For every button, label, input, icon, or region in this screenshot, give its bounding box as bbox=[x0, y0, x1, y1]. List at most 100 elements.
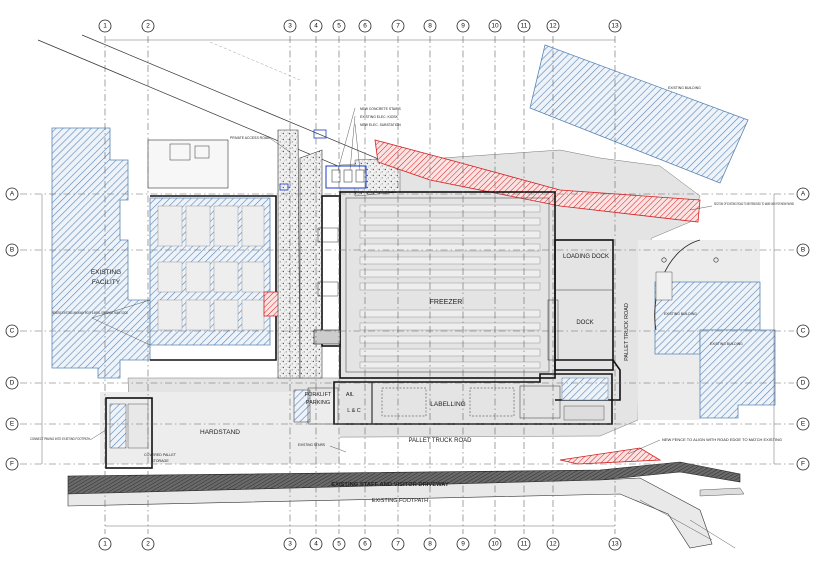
grid-bubble-12-bottom: 12 bbox=[546, 537, 560, 551]
grid-bubble-1-bottom: 1 bbox=[98, 537, 112, 551]
room-label-forklift: FORKLIFT bbox=[305, 392, 332, 398]
room-label-lc: L & C bbox=[347, 408, 361, 414]
grid-bubble-3-top: 3 bbox=[283, 19, 297, 33]
grid-bubble-F-right: F bbox=[796, 457, 810, 471]
dimension-lines bbox=[41, 39, 775, 527]
grid-bubble-10-top: 10 bbox=[488, 19, 502, 33]
svg-text:B: B bbox=[10, 247, 14, 254]
svg-text:7: 7 bbox=[396, 541, 400, 548]
svg-text:C: C bbox=[10, 328, 15, 335]
room-label-dock: DOCK bbox=[576, 320, 593, 326]
grid-bubble-8-bottom: 8 bbox=[423, 537, 437, 551]
svg-text:13: 13 bbox=[611, 23, 619, 30]
grid-lines-horizontal bbox=[20, 193, 794, 465]
svg-text:8: 8 bbox=[428, 23, 432, 30]
grid-bubble-11-top: 11 bbox=[517, 19, 531, 33]
svg-text:5: 5 bbox=[337, 541, 341, 548]
grid-bubble-4-bottom: 4 bbox=[309, 537, 323, 551]
room-label-loading-dock: LOADING DOCK bbox=[563, 254, 609, 260]
svg-text:10: 10 bbox=[491, 541, 499, 548]
room-label-covered-pallet-storage: STORAGE bbox=[151, 459, 169, 463]
gravel-strip bbox=[277, 129, 401, 379]
grid-bubble-5-bottom: 5 bbox=[332, 537, 346, 551]
svg-text:9: 9 bbox=[461, 541, 465, 548]
note-connect-paving: CONNECT PAVING INTO EXISTING FOOTPATH bbox=[30, 437, 91, 441]
svg-text:3: 3 bbox=[288, 541, 292, 548]
note-section-existing-road: SECTION OF EXISTING ROAD TO BE REMOVED T… bbox=[714, 202, 794, 206]
annotation-leaders bbox=[89, 107, 713, 455]
grid-lines-vertical bbox=[104, 36, 616, 534]
svg-text:11: 11 bbox=[521, 541, 528, 548]
grid-bubble-2-bottom: 2 bbox=[141, 537, 155, 551]
grid-bubble-5-top: 5 bbox=[332, 19, 346, 33]
svg-text:2: 2 bbox=[146, 23, 150, 30]
room-label-existing: EXISTING bbox=[91, 269, 121, 276]
grid-bubble-10-bottom: 10 bbox=[488, 537, 502, 551]
svg-text:6: 6 bbox=[363, 23, 367, 30]
grid-bubble-D-right: D bbox=[796, 376, 810, 390]
grid-bubble-C-right: C bbox=[796, 324, 810, 338]
grid-bubbles-bottom: 1 2 3 4 5 6 7 8 9 10 11 12 13 bbox=[98, 537, 622, 551]
svg-text:B: B bbox=[801, 247, 805, 254]
note-remove-existing-walkway: REMOVE EXISTING WALKWAY ROOF & INFILL OP… bbox=[52, 311, 128, 315]
note-existing-elec-kiosk: EXISTING ELEC. KIOSK bbox=[360, 115, 399, 119]
svg-text:A: A bbox=[10, 191, 15, 198]
road-label-footpath: EXISTING FOOTPATH bbox=[372, 498, 428, 504]
freezer-racking bbox=[359, 204, 541, 369]
grid-bubble-9-top: 9 bbox=[456, 19, 470, 33]
svg-text:F: F bbox=[801, 461, 805, 468]
note-existing-building-right-1: EXISTING BUILDING bbox=[664, 312, 697, 316]
road-label-driveway: EXISTING STAFF AND VISITOR DRIVEWAY bbox=[331, 482, 449, 488]
svg-text:D: D bbox=[10, 380, 15, 387]
svg-text:9: 9 bbox=[461, 23, 465, 30]
grid-bubble-1-top: 1 bbox=[98, 19, 112, 33]
grid-bubble-8-top: 8 bbox=[423, 19, 437, 33]
grid-bubble-A-right: A bbox=[796, 187, 810, 201]
svg-text:5: 5 bbox=[337, 23, 341, 30]
svg-text:1: 1 bbox=[103, 541, 107, 548]
svg-text:13: 13 bbox=[611, 541, 619, 548]
grid-bubble-E-left: E bbox=[5, 417, 19, 431]
note-new-concrete-stairs: NEW CONCRETE STAIRS bbox=[360, 107, 402, 111]
labelling-building bbox=[333, 373, 613, 425]
svg-text:A: A bbox=[801, 191, 806, 198]
svg-text:10: 10 bbox=[491, 23, 499, 30]
grid-bubble-A-left: A bbox=[5, 187, 19, 201]
grid-bubble-11-bottom: 11 bbox=[517, 537, 531, 551]
svg-text:D: D bbox=[801, 380, 806, 387]
grid-bubble-2-top: 2 bbox=[141, 19, 155, 33]
grid-bubble-7-top: 7 bbox=[391, 19, 405, 33]
service-corridor bbox=[313, 195, 341, 347]
road-removal-hatch bbox=[374, 139, 701, 465]
svg-text:1: 1 bbox=[103, 23, 107, 30]
grid-bubble-6-bottom: 6 bbox=[358, 537, 372, 551]
svg-text:8: 8 bbox=[428, 541, 432, 548]
svg-text:E: E bbox=[801, 421, 806, 428]
grid-bubble-C-left: C bbox=[5, 324, 19, 338]
grid-bubble-3-bottom: 3 bbox=[283, 537, 297, 551]
note-new-fence: NEW FENCE TO ALIGN WITH ROAD EDGE TO MAT… bbox=[662, 438, 783, 442]
room-label-facility: FACILITY bbox=[92, 279, 121, 286]
grid-bubble-D-left: D bbox=[5, 376, 19, 390]
grid-bubble-B-left: B bbox=[5, 243, 19, 257]
room-label-freezer: FREEZER bbox=[430, 299, 463, 306]
covered-pallet-storage bbox=[105, 397, 153, 469]
room-label-covered-pallet: COVERED PALLET bbox=[144, 453, 177, 457]
svg-text:4: 4 bbox=[314, 23, 318, 30]
grid-bubble-6-top: 6 bbox=[358, 19, 372, 33]
svg-text:6: 6 bbox=[363, 541, 367, 548]
grid-bubble-13-top: 13 bbox=[608, 19, 622, 33]
svg-text:11: 11 bbox=[521, 23, 528, 30]
grid-bubbles-right: A B C D E F bbox=[796, 187, 810, 471]
existing-facility-racking bbox=[147, 139, 265, 331]
room-label-ail: AIL bbox=[346, 392, 354, 398]
svg-text:E: E bbox=[10, 421, 15, 428]
electrical-substation bbox=[279, 129, 367, 191]
svg-text:C: C bbox=[801, 328, 806, 335]
note-existing-building-right-2: EXISTING BUILDING bbox=[710, 342, 743, 346]
room-label-labelling: LABELLING bbox=[430, 401, 465, 408]
svg-text:7: 7 bbox=[396, 23, 400, 30]
svg-text:3: 3 bbox=[288, 23, 292, 30]
turning-circle bbox=[654, 239, 719, 331]
svg-text:2: 2 bbox=[146, 541, 150, 548]
